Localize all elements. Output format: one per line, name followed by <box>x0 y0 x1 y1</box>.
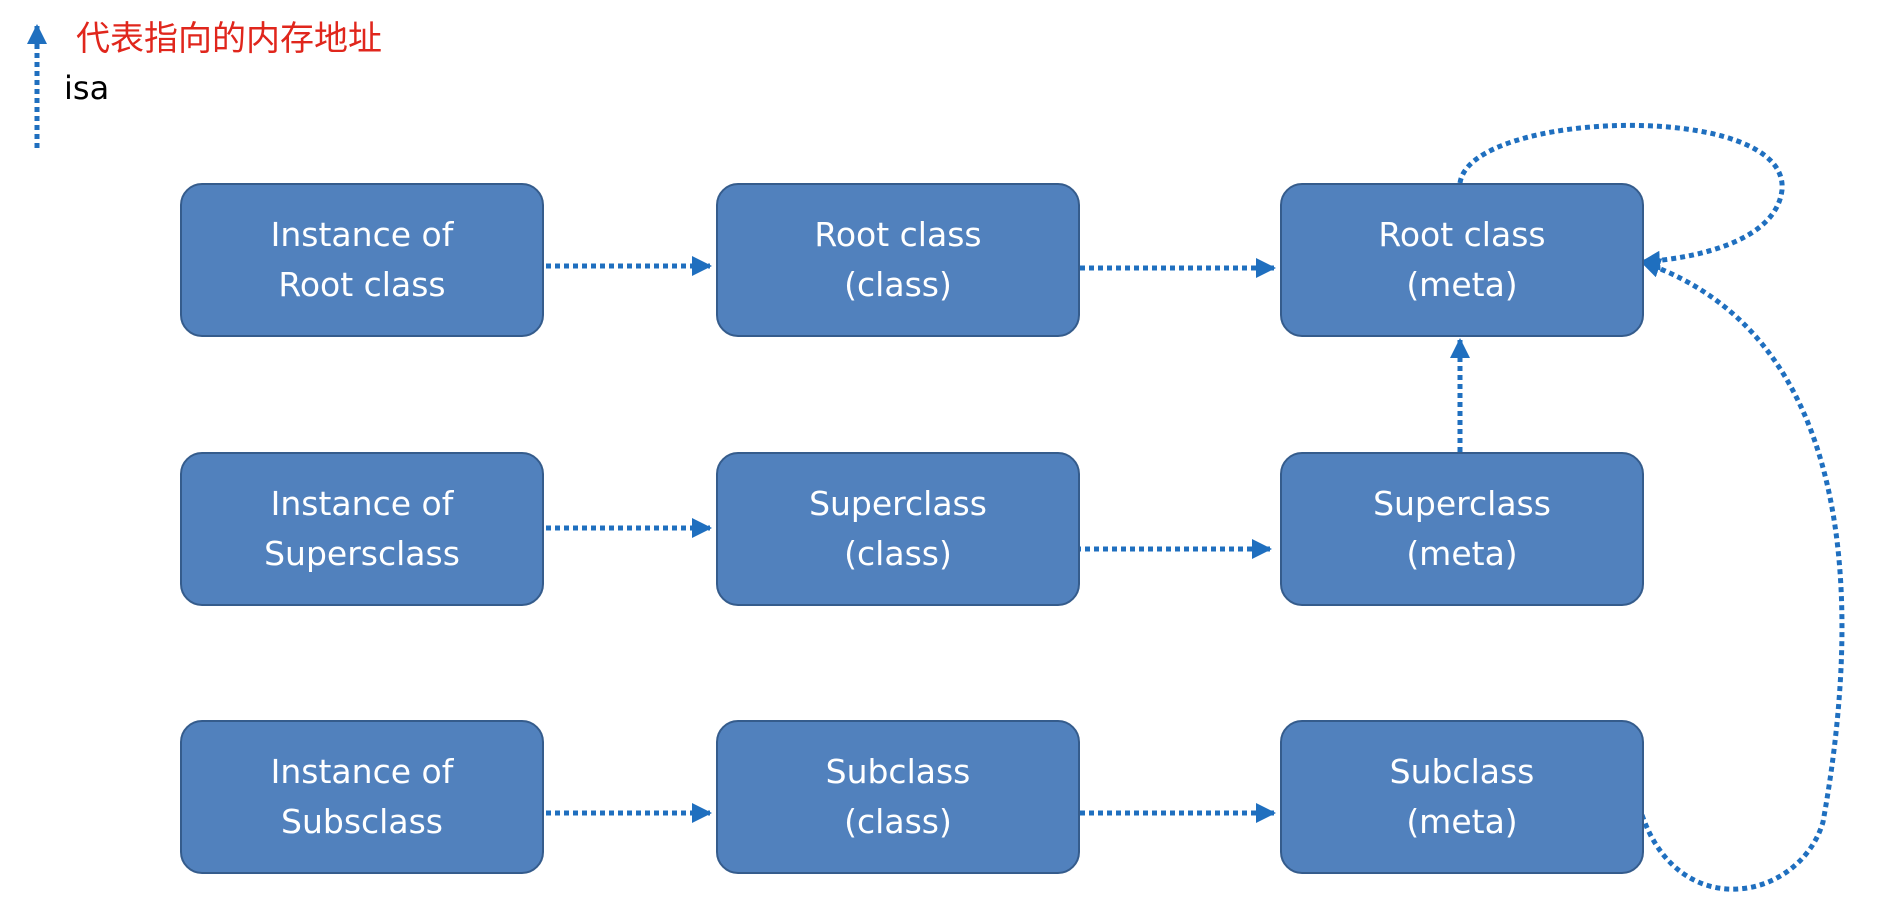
node-root-class-class: Root class (class) <box>716 183 1080 337</box>
node-line2: (class) <box>844 534 952 573</box>
node-root-class-meta: Root class (meta) <box>1280 183 1644 337</box>
node-line1: Instance of <box>270 215 454 254</box>
node-instance-of-subclass: Instance of Subsclass <box>180 720 544 874</box>
node-line2: (meta) <box>1406 265 1518 304</box>
node-line1: Instance of <box>270 484 454 523</box>
legend-isa-label: isa <box>64 69 110 107</box>
node-subclass-class: Subclass (class) <box>716 720 1080 874</box>
arrow-root-meta-self-loop <box>1457 122 1785 271</box>
legend-title: 代表指向的内存地址 <box>76 19 382 59</box>
node-line1: Root class <box>1378 215 1546 254</box>
arrow-sub-meta-to-root-meta <box>1639 258 1845 892</box>
node-line2: (meta) <box>1406 802 1518 841</box>
node-line2: (class) <box>844 265 952 304</box>
node-line2: (class) <box>844 802 952 841</box>
node-line1: Subclass <box>1389 752 1535 791</box>
node-line2: Subsclass <box>281 802 443 841</box>
node-line1: Instance of <box>270 752 454 791</box>
node-instance-of-root-class: Instance of Root class <box>180 183 544 337</box>
node-line1: Superclass <box>809 484 987 523</box>
node-instance-of-superclass: Instance of Supersclass <box>180 452 544 606</box>
node-subclass-meta: Subclass (meta) <box>1280 720 1644 874</box>
node-line1: Subclass <box>825 752 971 791</box>
node-superclass-class: Superclass (class) <box>716 452 1080 606</box>
node-line1: Root class <box>814 215 982 254</box>
node-line2: Supersclass <box>264 534 460 573</box>
node-line2: (meta) <box>1406 534 1518 573</box>
node-line2: Root class <box>278 265 446 304</box>
node-line1: Superclass <box>1373 484 1551 523</box>
node-superclass-meta: Superclass (meta) <box>1280 452 1644 606</box>
